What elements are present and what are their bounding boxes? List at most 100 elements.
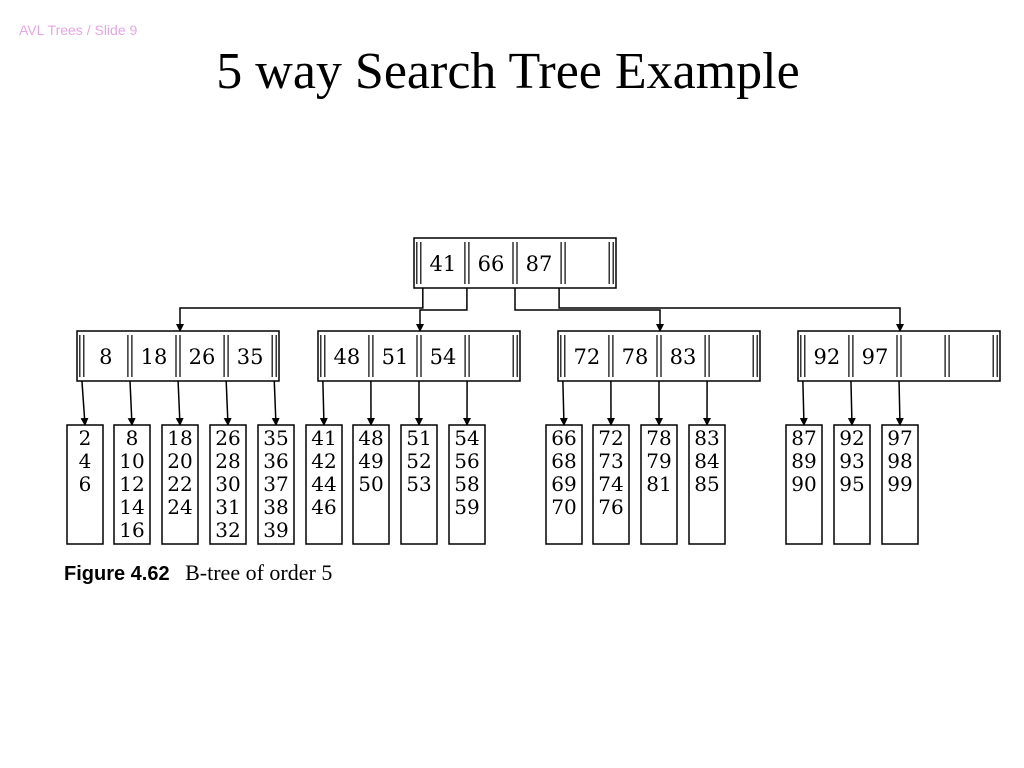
- leaf-key: 74: [598, 472, 623, 496]
- node-key: 83: [670, 345, 697, 369]
- leaf-key: 81: [646, 472, 671, 496]
- child-pointer-arrow: [558, 286, 904, 332]
- leaf-key: 95: [839, 472, 864, 496]
- leaf-key: 42: [311, 449, 336, 473]
- leaf-key: 12: [119, 472, 144, 496]
- internal-node-box: [76, 330, 280, 382]
- leaf-box: [785, 424, 823, 545]
- figure-caption-text: B-tree of order 5: [185, 560, 333, 585]
- slide-label: AVL Trees / Slide 9: [19, 22, 138, 38]
- leaf-key: 36: [263, 449, 288, 473]
- node-key: 26: [189, 345, 216, 369]
- node-key: 97: [862, 345, 889, 369]
- leaf-box: [400, 424, 438, 545]
- leaf-key: 70: [551, 495, 576, 519]
- root-node: 41 66 87: [413, 237, 617, 289]
- leaf-key: 58: [454, 472, 479, 496]
- internal-node-box: [317, 330, 521, 382]
- leaf-key: 39: [263, 518, 288, 542]
- internal-node-box: [557, 330, 761, 382]
- child-pointer-arrow: [559, 378, 568, 426]
- leaf-key: 79: [646, 449, 671, 473]
- leaf-key: 32: [215, 518, 240, 542]
- leaf-key: 2: [79, 426, 92, 450]
- leaf-key: 78: [646, 426, 671, 450]
- leaf-key: 73: [598, 449, 623, 473]
- child-pointer-arrow: [895, 378, 904, 426]
- leaf-key: 59: [454, 495, 479, 519]
- slide-title: 5 way Search Tree Example: [216, 43, 800, 100]
- leaf-key: 56: [454, 449, 479, 473]
- leaf-key: 69: [551, 472, 576, 496]
- leaf-key: 84: [694, 449, 719, 473]
- node-key: 41: [429, 252, 456, 276]
- leaf-key: 26: [215, 426, 240, 450]
- child-pointer-arrow: [514, 286, 664, 332]
- child-pointer-arrow: [271, 378, 280, 426]
- leaf-box: [257, 424, 295, 545]
- child-pointer-arrow: [127, 378, 136, 426]
- leaf-key: 52: [406, 449, 431, 473]
- leaf-key: 41: [311, 426, 336, 450]
- leaf-box: [305, 424, 343, 545]
- leaf-key: 83: [694, 426, 719, 450]
- leaf-key: 44: [311, 472, 336, 496]
- internal-node-box: [797, 330, 1001, 382]
- leaf-key: 97: [887, 426, 912, 450]
- leaf-key: 87: [791, 426, 816, 450]
- leaf-key: 24: [167, 495, 192, 519]
- leaf-key: 31: [215, 495, 240, 519]
- leaf-box: [688, 424, 726, 545]
- node-key: 54: [430, 345, 457, 369]
- leaf-key: 50: [358, 472, 383, 496]
- leaf-key: 53: [406, 472, 431, 496]
- leaf-key: 18: [167, 426, 192, 450]
- leaf-key: 38: [263, 495, 288, 519]
- leaf-key: 66: [551, 426, 576, 450]
- node-key: 87: [526, 252, 553, 276]
- leaf-key: 8: [126, 426, 139, 450]
- node-key: 66: [478, 252, 505, 276]
- leaf-key: 68: [551, 449, 576, 473]
- leaf-box: [66, 424, 104, 545]
- leaf-key: 28: [215, 449, 240, 473]
- child-pointer-arrow: [80, 378, 89, 426]
- leaf-key: 46: [311, 495, 336, 519]
- node-key: 51: [382, 345, 409, 369]
- leaf-key: 20: [167, 449, 192, 473]
- node-key: 72: [573, 345, 600, 369]
- leaf-box: [833, 424, 871, 545]
- child-pointer-arrow: [175, 378, 184, 426]
- node-key: 35: [237, 345, 264, 369]
- leaf-key: 72: [598, 426, 623, 450]
- child-pointer-arrow: [799, 378, 808, 426]
- leaf-box: [161, 424, 199, 545]
- leaf-key: 89: [791, 449, 816, 473]
- figure-caption: Figure 4.62 B-tree of order 5: [64, 560, 332, 586]
- child-pointer-arrow: [416, 286, 468, 332]
- leaf-key: 22: [167, 472, 192, 496]
- figure-number: Figure 4.62: [64, 563, 170, 585]
- leaf-key: 98: [887, 449, 912, 473]
- child-pointer-arrow: [847, 378, 856, 426]
- leaf-box: [640, 424, 678, 545]
- leaf-box: [209, 424, 247, 545]
- child-pointer-arrow: [223, 378, 232, 426]
- leaf-key: 92: [839, 426, 864, 450]
- leaf-box: [352, 424, 390, 545]
- leaf-key: 90: [791, 472, 816, 496]
- leaf-key: 48: [358, 426, 383, 450]
